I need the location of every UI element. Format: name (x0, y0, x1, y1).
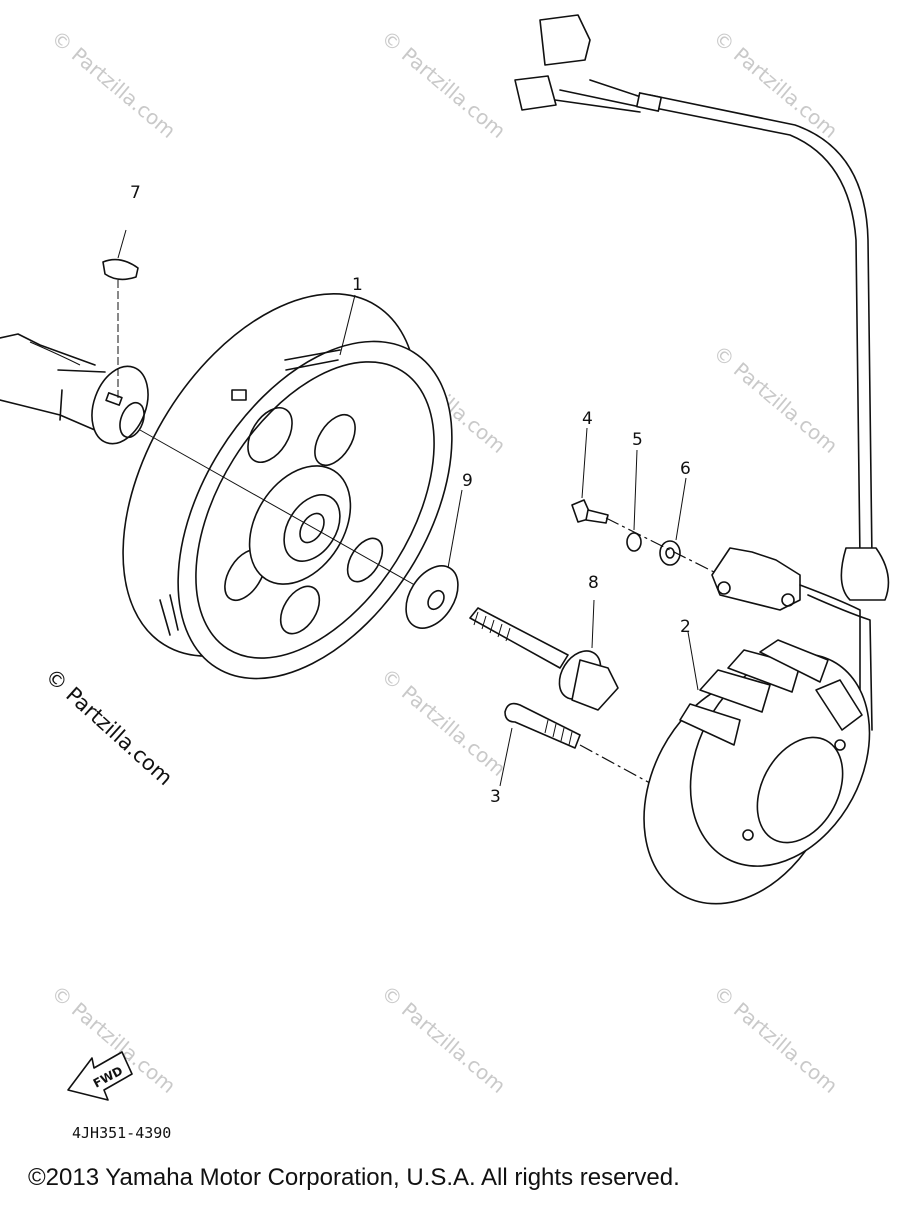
watermark-text: © Partzilla.com (377, 25, 511, 143)
callout-5: 5 (632, 430, 643, 450)
copyright-notice: ©2013 Yamaha Motor Corporation, U.S.A. A… (28, 1164, 680, 1191)
callout-9: 9 (462, 471, 473, 491)
watermark-text: © Partzilla.com (47, 25, 181, 143)
flywheel-washer (405, 489, 463, 629)
callout-1: 1 (352, 275, 363, 295)
callouts: 1 2 3 4 5 6 7 8 9 (130, 183, 691, 807)
watermark-dark: © Partzilla.com (41, 664, 177, 790)
callout-4: 4 (582, 409, 593, 429)
callout-8: 8 (588, 573, 599, 593)
callout-3: 3 (490, 787, 501, 807)
flywheel-bolt (469, 599, 619, 711)
watermark-text: © Partzilla.com (377, 980, 511, 1098)
pickup-coil (711, 547, 801, 611)
wire-harness (514, 14, 890, 731)
forward-arrow-icon: FWD (67, 1051, 133, 1101)
crankshaft (0, 333, 149, 445)
woodruff-key (102, 229, 139, 400)
callout-6: 6 (680, 459, 691, 479)
callout-2: 2 (680, 617, 691, 637)
pickup-hardware (571, 427, 721, 576)
flywheel-rotor (122, 293, 453, 680)
diagram-code: 4JH351-4390 (72, 1124, 171, 1142)
watermark-text: © Partzilla.com (377, 663, 511, 781)
watermark-text: © Partzilla.com (709, 25, 843, 143)
callout-7: 7 (130, 183, 141, 203)
stator-coil (643, 631, 871, 905)
watermark-text: © Partzilla.com (709, 340, 843, 458)
watermark-text: © Partzilla.com (709, 980, 843, 1098)
